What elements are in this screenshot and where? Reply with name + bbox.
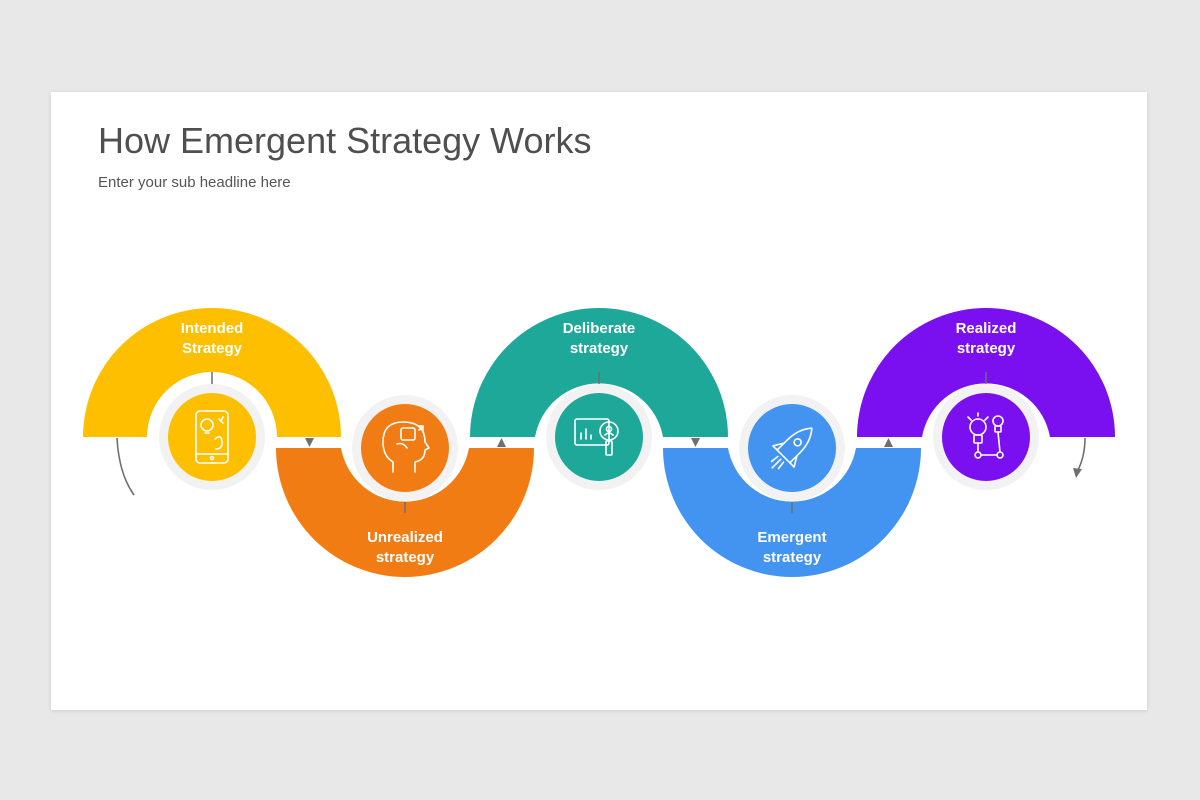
exit-curve-arrow xyxy=(1077,437,1086,471)
stage-emergent-label-line1: Emergent xyxy=(757,529,826,546)
stage-emergent-badge xyxy=(748,404,836,492)
stage-realized-label-line2: strategy xyxy=(957,340,1016,357)
stage-intended-label-line1: Intended xyxy=(181,320,244,337)
lightbulb-network-icon xyxy=(967,412,1004,459)
strategy-flow-diagram: Intended Strategy Unrealized strategy xyxy=(83,308,1115,577)
mobile-ideas-icon xyxy=(195,410,229,464)
stage-unrealized-label-line2: strategy xyxy=(376,549,435,566)
stage-deliberate-label-line2: strategy xyxy=(570,340,629,357)
head-thinking-icon xyxy=(382,421,430,473)
page-title: How Emergent Strategy Works xyxy=(98,120,592,161)
entry-curve-arrow xyxy=(116,437,135,496)
rocket-launch-icon xyxy=(770,427,813,470)
stage-unrealized-badge xyxy=(361,404,449,492)
stage-emergent-label-line2: strategy xyxy=(763,549,822,566)
stage-intended-badge xyxy=(168,393,256,481)
stage-intended-label-line2: Strategy xyxy=(182,340,243,357)
stage-realized-badge xyxy=(942,393,1030,481)
stage-unrealized: Unrealized strategy xyxy=(276,395,534,577)
arrow-down-3 xyxy=(691,438,700,447)
stage-emergent: Emergent strategy xyxy=(663,395,921,577)
stage-intended: Intended Strategy xyxy=(83,308,341,490)
arrow-down-1 xyxy=(305,438,314,447)
arrow-up-4 xyxy=(884,438,893,447)
stage-deliberate: Deliberate strategy xyxy=(470,308,728,490)
stage-unrealized-label-line1: Unrealized xyxy=(367,529,443,546)
stage-deliberate-label-line1: Deliberate xyxy=(563,320,636,337)
slide: How Emergent Strategy Works Enter your s… xyxy=(51,92,1147,710)
arrow-up-2 xyxy=(497,438,506,447)
stage-intended-band xyxy=(83,308,341,437)
analytics-magnifier-icon xyxy=(574,418,619,456)
flow-arrows xyxy=(305,438,893,447)
page-subtitle: Enter your sub headline here xyxy=(98,174,291,191)
stage-realized-label-line1: Realized xyxy=(956,320,1017,337)
exit-arrowhead xyxy=(1073,468,1082,478)
stage-deliberate-badge xyxy=(555,393,643,481)
stage-realized: Realized strategy xyxy=(857,308,1115,490)
